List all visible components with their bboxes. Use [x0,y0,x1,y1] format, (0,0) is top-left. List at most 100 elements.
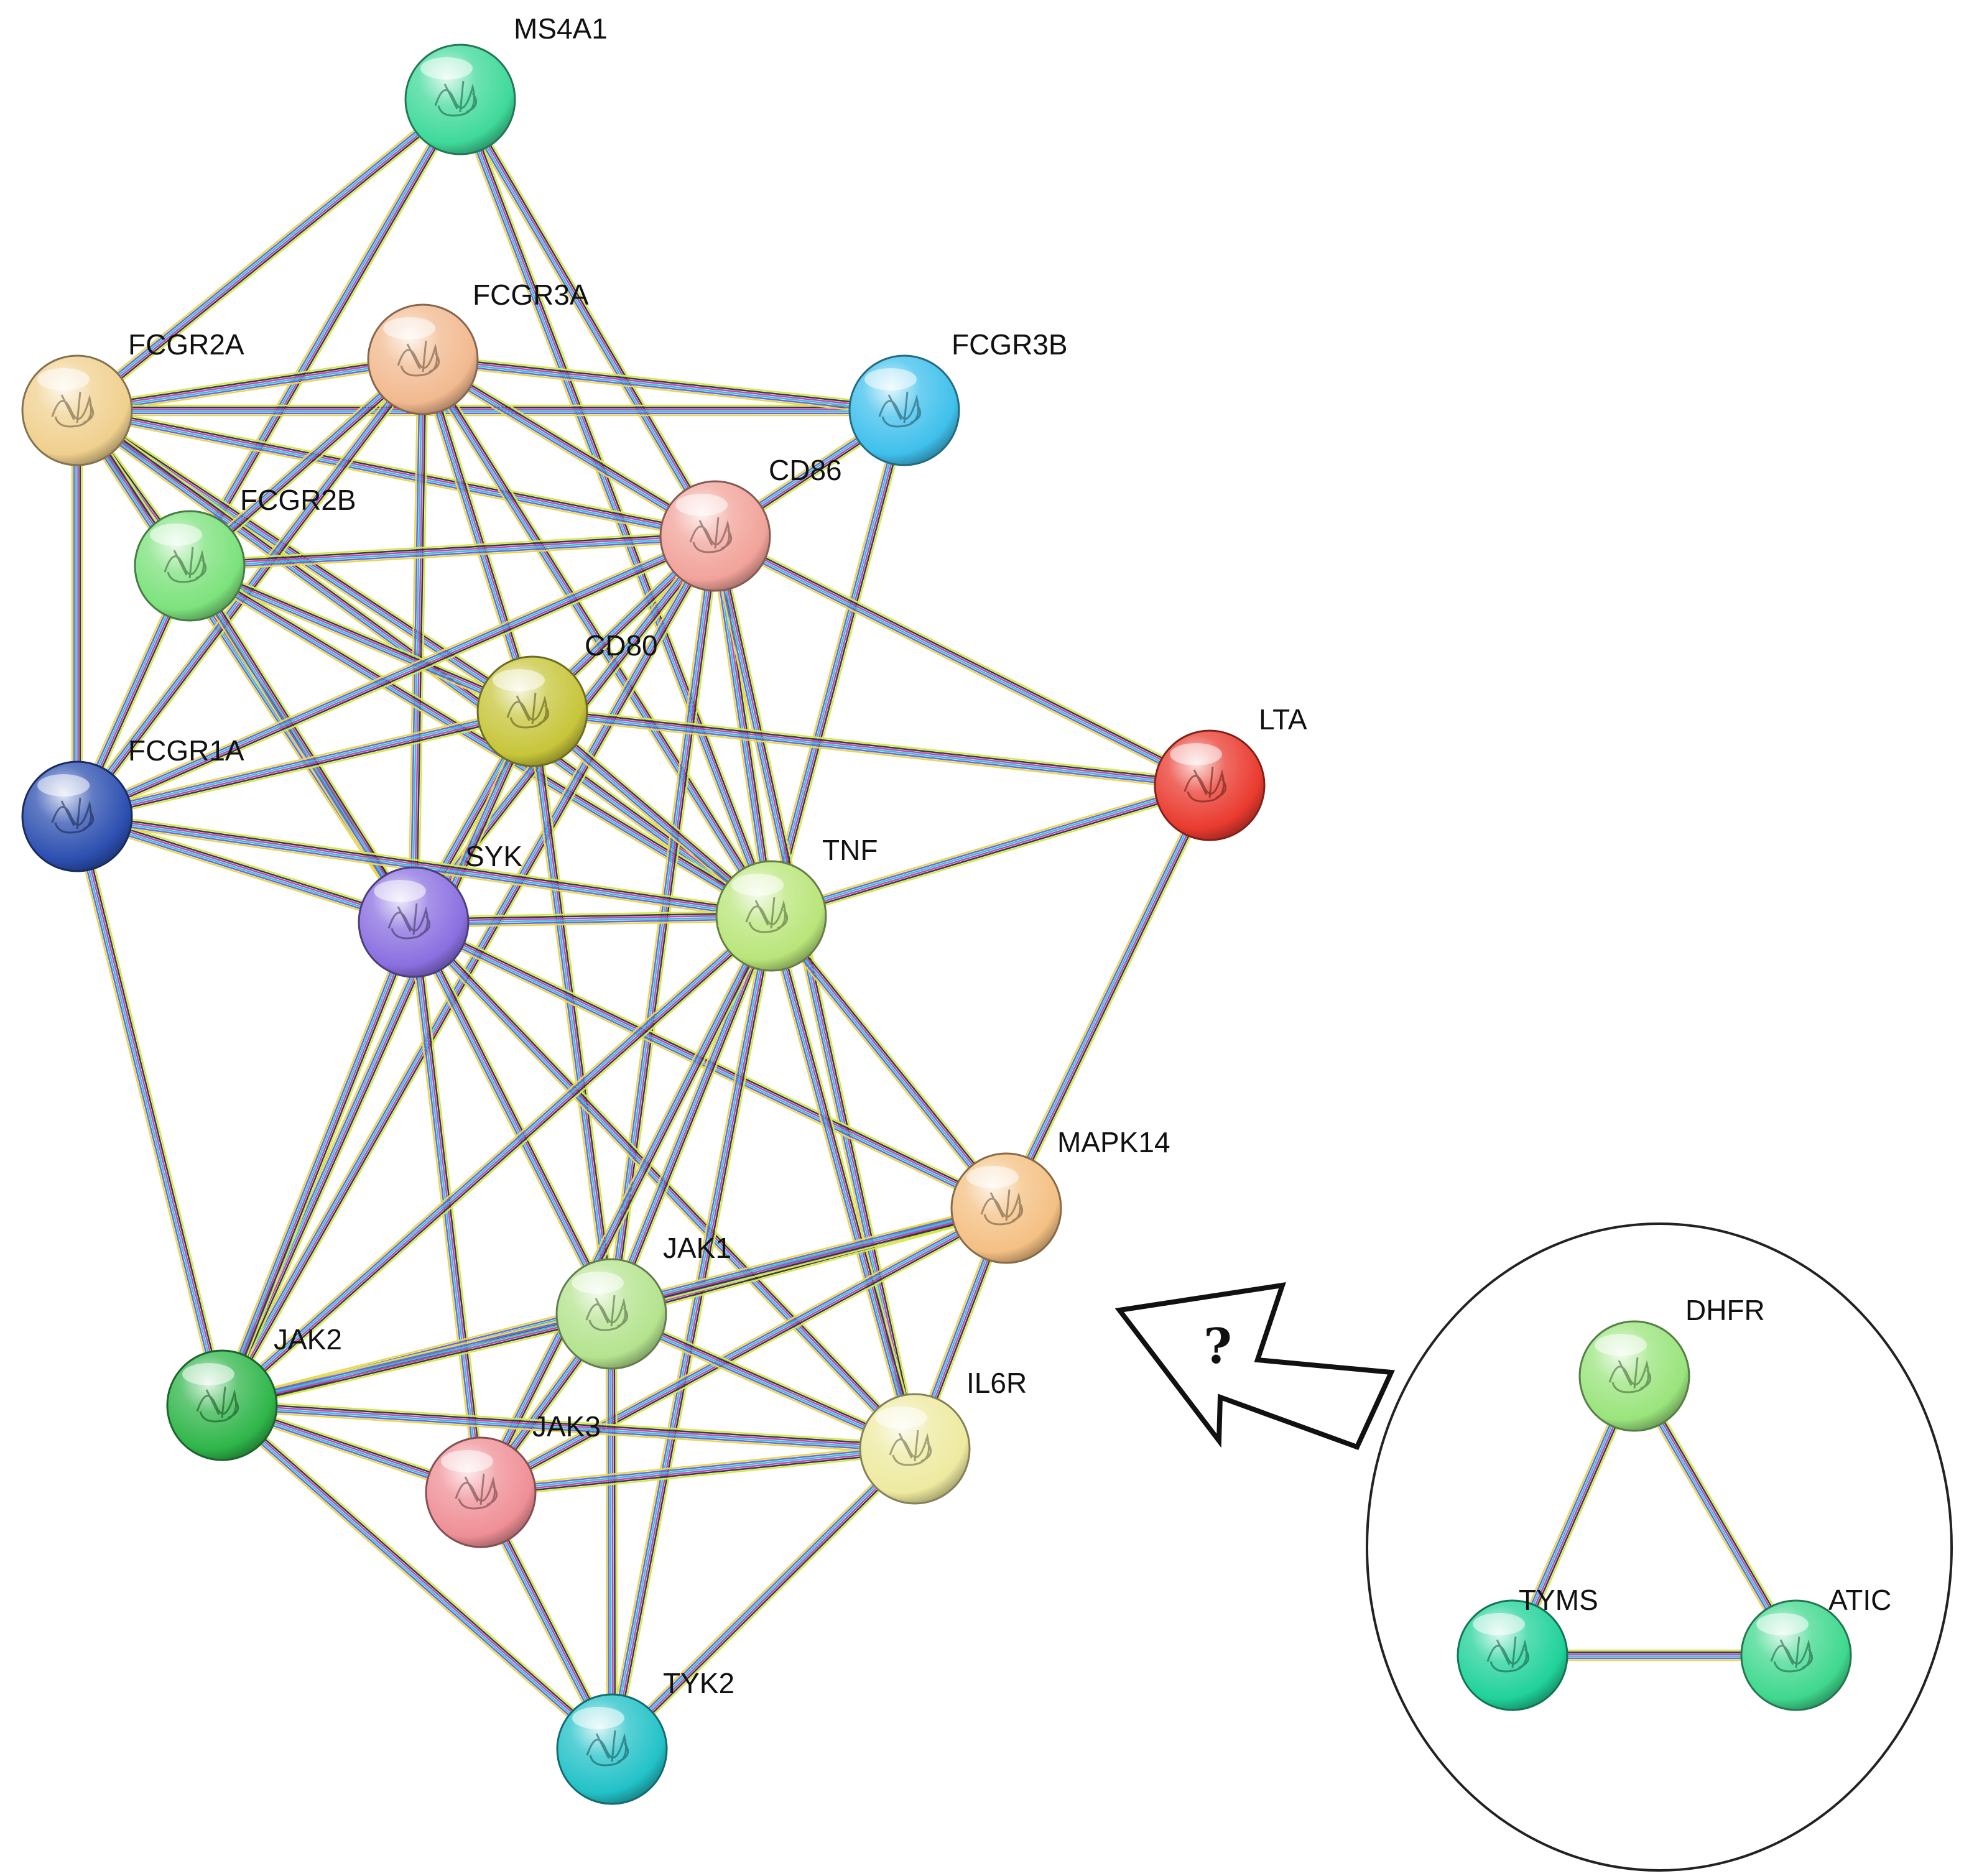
edge-evidence-line [612,916,773,1750]
edge-cd86-lta [712,530,1213,791]
edge-evidence-line [713,536,915,1449]
node-il6r[interactable]: IL6R [859,1367,1027,1505]
edge-syk-jak1 [408,919,617,1317]
edge-evidence-line [1003,783,1208,1208]
node-cd80[interactable]: CD80 [476,629,658,767]
edge-evidence-line [413,912,771,920]
edge-fcgr2a-cd86 [76,404,716,542]
edge-fcgr1a-jak2 [71,815,228,1407]
edge-cd86-jak1 [605,535,721,1315]
edge-evidence-line [709,536,767,917]
edge-tnf-tyk2 [606,915,777,1750]
edge-evidence-line [222,1314,612,1407]
node-fcgr2b[interactable]: FCGR2B [134,484,356,622]
node-fcgr2a[interactable]: FCGR2A [21,328,244,466]
edge-evidence-line [417,360,529,713]
edge-evidence-line [226,713,538,1408]
node-fcgr1a[interactable]: FCGR1A [21,734,244,872]
edge-evidence-line [413,910,771,918]
edge-evidence-line [769,916,915,1449]
label-fcgr1a: FCGR1A [128,734,244,767]
edge-evidence-line [72,412,410,926]
edge-evidence-line [76,410,715,538]
edge-evidence-line [189,530,715,562]
edge-evidence-line [711,536,769,917]
edge-evidence-line [717,535,919,1449]
node-tnf[interactable]: TNF [715,834,878,972]
arrow-outline-icon [1114,1282,1395,1451]
node-dhfr[interactable]: DHFR [1578,1294,1765,1432]
node-mapk14[interactable]: MAPK14 [950,1126,1170,1264]
edge-evidence-line [717,530,1213,782]
edge-jak2-il6r [221,1399,915,1455]
node-highlight [1756,1613,1809,1635]
edge-evidence-line [479,915,771,1492]
edge-evidence-line [76,355,423,409]
edge-evidence-line [417,359,429,923]
edge-evidence-line [77,815,414,922]
node-lta[interactable]: LTA [1154,703,1307,841]
edge-evidence-line [426,356,776,914]
edge-evidence-line [188,98,460,566]
node-cd86[interactable]: CD86 [659,454,842,592]
node-highlight [37,368,90,390]
edge-evidence-line [610,1447,915,1749]
edge-tnf-mapk14 [766,912,1011,1212]
node-tyk2[interactable]: TYK2 [556,1667,734,1805]
edge-evidence-line [480,1447,915,1492]
edge-evidence-line [424,356,718,535]
protein-structure-icon [878,391,922,428]
node-highlight [182,1363,234,1385]
edge-evidence-line [526,711,608,1315]
edge-fcgr3a-syk [407,359,429,923]
question-mark: ? [1203,1318,1232,1375]
edge-evidence-line [414,918,772,926]
edge-evidence-line [220,1308,611,1402]
edge-evidence-line [606,915,767,1749]
node-highlight [875,1407,927,1429]
node-jak2[interactable]: JAK2 [166,1323,342,1461]
node-syk[interactable]: SYK [358,840,522,978]
edge-evidence-line [77,99,461,412]
edge-evidence-line [184,96,457,564]
node-highlight [493,669,545,691]
edge-evidence-line [222,1401,915,1447]
node-tyms[interactable]: TYMS [1457,1584,1598,1711]
edge-evidence-line [414,921,613,1314]
edge-evidence-line [76,818,413,926]
edge-evidence-line [222,1316,613,1409]
edge-evidence-line [193,101,466,569]
node-highlight [731,874,784,896]
edge-evidence-line [221,1407,915,1453]
edge-tnf-il6r [766,914,920,1451]
edge-evidence-line [714,536,1210,787]
node-highlight [864,368,917,390]
edge-evidence-line [773,915,919,1449]
edge-evidence-line [71,817,218,1407]
edge-evidence-line [220,921,414,1405]
node-fcgr3b[interactable]: FCGR3B [848,328,1068,466]
edge-evidence-line [408,924,608,1317]
node-jak1[interactable]: JAK1 [555,1232,731,1370]
edge-evidence-line [715,535,917,1449]
label-mapk14: MAPK14 [1057,1126,1170,1158]
edge-evidence-line [221,1312,611,1405]
edge-evidence-line [78,813,415,920]
node-ms4a1[interactable]: MS4A1 [404,12,608,155]
edge-evidence-line [80,362,428,820]
edge-evidence-line [420,361,715,540]
node-atic[interactable]: ATIC [1740,1584,1891,1711]
protein-structure-icon [51,797,95,834]
node-fcgr3a[interactable]: FCGR3A [367,279,589,415]
edge-evidence-line [769,780,1209,912]
edge-evidence-line [419,360,530,713]
edge-ms4a1-fcgr2a [73,95,464,415]
edge-evidence-line [614,1451,919,1754]
edge-evidence-line [715,534,1211,785]
edge-evidence-line [223,917,774,1408]
edge-evidence-line [771,410,906,917]
node-jak3[interactable]: JAK3 [425,1410,601,1548]
edge-evidence-line [414,920,772,928]
edge-evidence-line [190,99,462,567]
edge-evidence-line [463,96,721,534]
